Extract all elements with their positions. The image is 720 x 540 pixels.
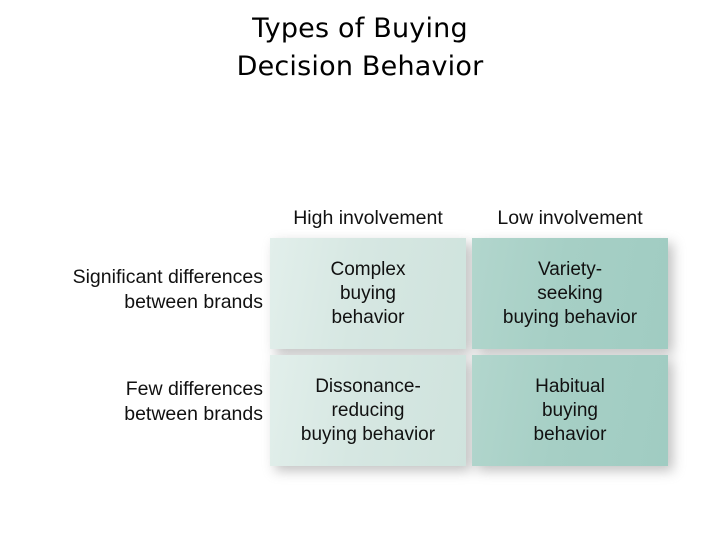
cell-habitual-buying-behavior[interactable]: Habitual buying behavior	[472, 355, 668, 466]
cell-dissonance-line-1: Dissonance-	[315, 375, 421, 397]
cell-dissonance-line-3: buying behavior	[300, 423, 436, 445]
cell-complex-line-1: Complex	[330, 258, 406, 280]
cell-complex-buying-behavior[interactable]: Complex buying behavior	[270, 238, 466, 349]
page-title-line-2: Decision Behavior	[236, 51, 484, 82]
cell-habitual-line-3: behavior	[533, 423, 607, 445]
row-header-few-line-2: between brands	[124, 403, 263, 425]
page-title: Types of Buying Decision Behavior	[0, 10, 720, 86]
cell-variety-line-1: Variety-	[537, 258, 603, 280]
cell-complex-line-2: buying	[339, 282, 396, 304]
cell-variety-line-2: seeking	[537, 282, 603, 304]
cell-habitual-line-2: buying	[541, 399, 598, 421]
page-title-line-1: Types of Buying	[252, 13, 468, 44]
row-header-few-differences: Few differences between brands	[13, 377, 263, 427]
cell-variety-seeking-buying-behavior[interactable]: Variety- seeking buying behavior	[472, 238, 668, 349]
cell-dissonance-line-2: reducing	[331, 399, 405, 421]
row-header-significant-line-1: Significant differences	[72, 266, 263, 288]
column-header-high-involvement: High involvement	[293, 207, 443, 229]
cell-habitual-line-1: Habitual	[535, 375, 605, 397]
cell-dissonance-reducing-buying-behavior[interactable]: Dissonance- reducing buying behavior	[270, 355, 466, 466]
row-header-significant-differences: Significant differences between brands	[13, 265, 263, 315]
column-header-low-involvement: Low involvement	[497, 207, 643, 229]
row-header-few-line-1: Few differences	[125, 378, 263, 400]
cell-variety-line-3: buying behavior	[502, 306, 638, 328]
row-header-significant-line-2: between brands	[124, 291, 263, 313]
quadrant-grid: Complex buying behavior Variety- seeking…	[270, 238, 668, 466]
cell-complex-line-3: behavior	[331, 306, 405, 328]
